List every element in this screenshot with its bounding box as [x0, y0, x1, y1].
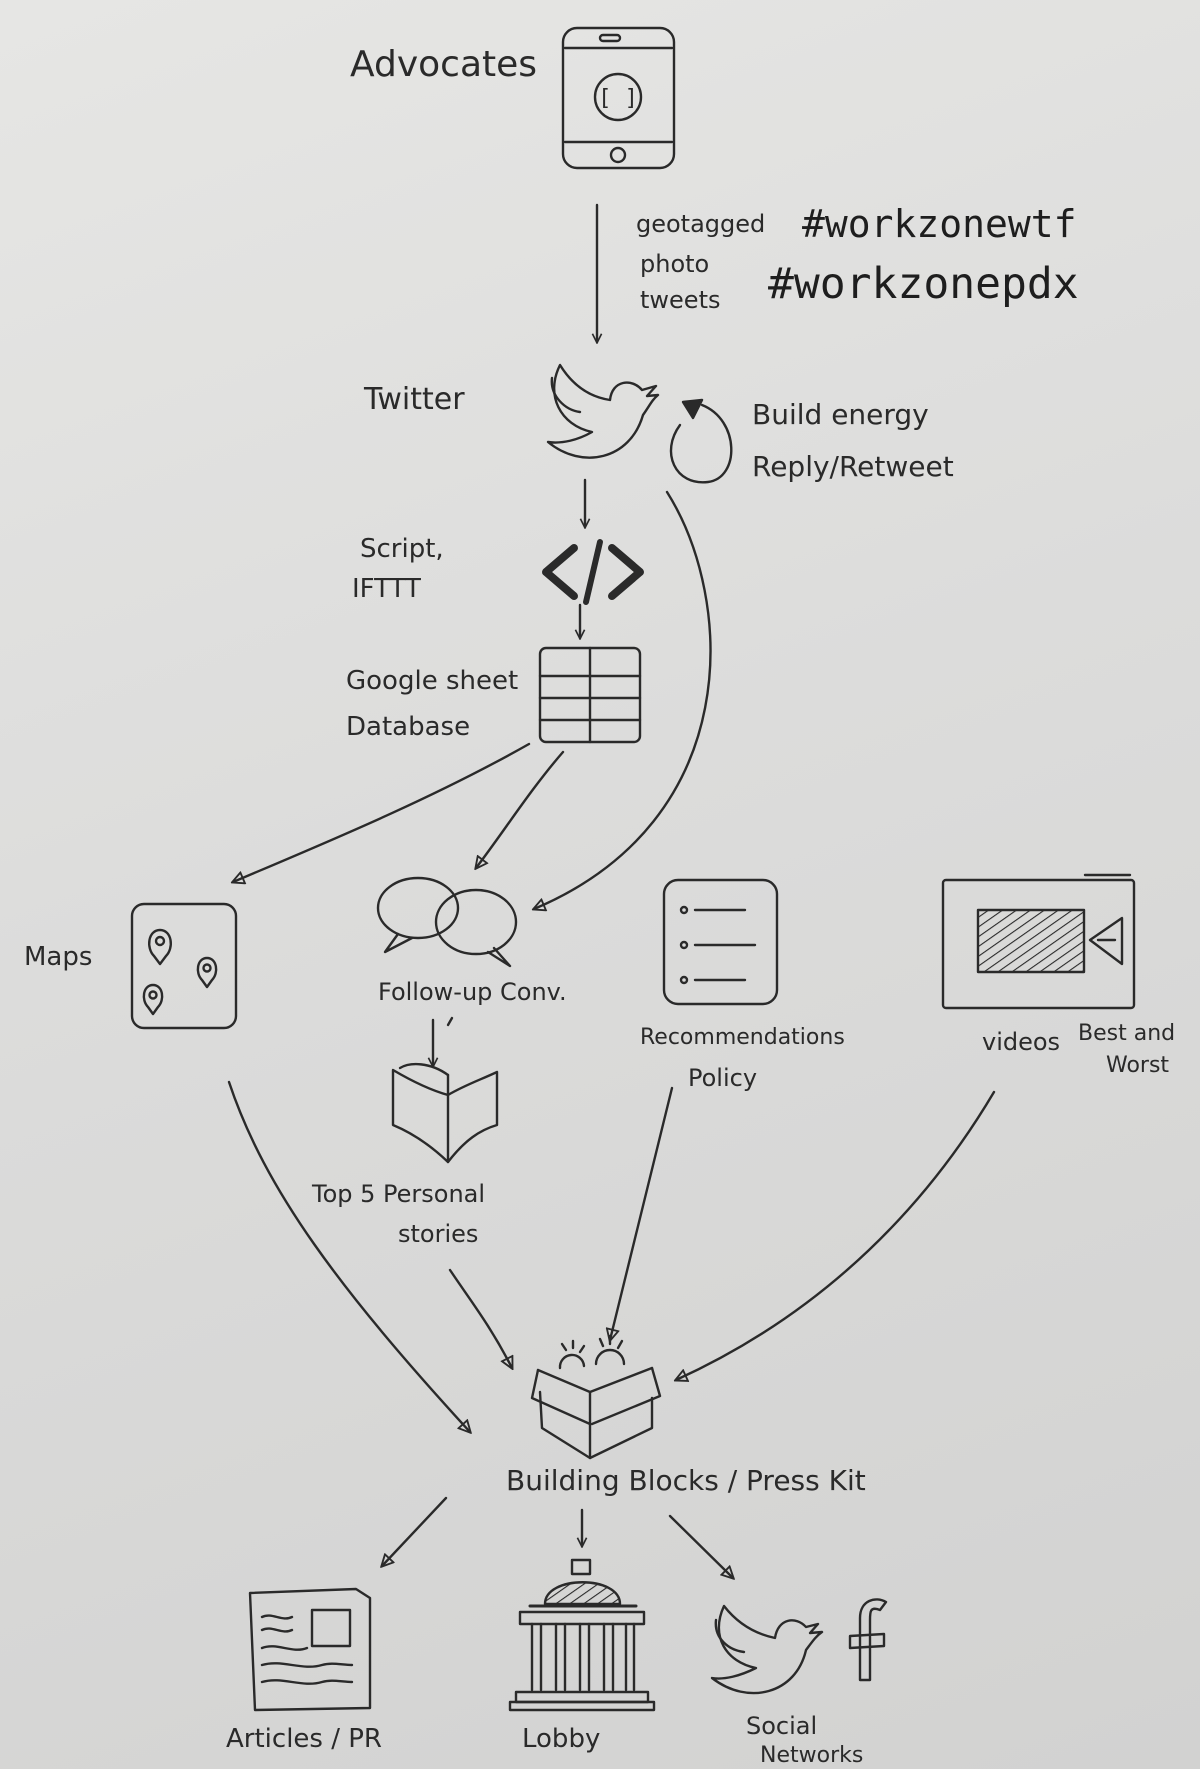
- arrow-videos-to-presskit: [676, 1090, 996, 1380]
- spreadsheet-icon: [538, 646, 642, 744]
- hashtag-workzonewtf: #workzonewtf: [802, 202, 1077, 246]
- code-icon: [542, 539, 644, 605]
- newspaper-icon: [248, 1587, 372, 1712]
- label-worst: Worst: [1106, 1053, 1170, 1078]
- recommendations-document-icon: [662, 878, 779, 1006]
- building-blocks-box-icon: [530, 1334, 662, 1460]
- label-google-sheet: Google sheet: [346, 666, 519, 696]
- phone-screen-glyph: [ ]: [598, 86, 638, 111]
- arrow-sheet-to-maps: [233, 742, 531, 882]
- arrow-stories-to-presskit: [448, 1268, 512, 1368]
- label-build-energy: Build energy: [752, 398, 929, 431]
- capitol-building-icon: [508, 1558, 656, 1712]
- label-followup-conv: Follow-up Conv.: [378, 978, 567, 1006]
- label-tweets: tweets: [640, 286, 721, 314]
- label-top5-personal: Top 5 Personal: [312, 1180, 486, 1208]
- label-reply-retweet: Reply/Retweet: [752, 450, 954, 483]
- label-social: Social: [746, 1712, 818, 1740]
- label-stories: stories: [398, 1220, 479, 1248]
- label-advocates: Advocates: [350, 44, 538, 85]
- label-twitter: Twitter: [364, 382, 465, 417]
- label-articles-pr: Articles / PR: [226, 1724, 382, 1754]
- arrow-sheet-to-followup: [476, 750, 565, 868]
- label-videos: videos: [982, 1028, 1061, 1056]
- label-script: Script,: [360, 534, 444, 564]
- hashtag-workzonepdx: #workzonepdx: [768, 259, 1079, 309]
- label-building-blocks-press-kit: Building Blocks / Press Kit: [506, 1464, 866, 1497]
- video-player-icon: [941, 873, 1136, 1010]
- label-networks: Networks: [760, 1743, 864, 1768]
- arrow-presskit-to-social: [668, 1514, 733, 1578]
- label-database: Database: [346, 712, 471, 742]
- label-recommendations: Recommendations: [640, 1025, 845, 1050]
- label-best-and: Best and: [1078, 1021, 1176, 1046]
- map-pins-icon: [130, 902, 238, 1030]
- label-maps: Maps: [24, 942, 93, 972]
- twitter-bird-small-icon: [710, 1604, 824, 1695]
- label-geotagged: geotagged: [636, 210, 766, 238]
- arrow-maps-to-presskit: [227, 1080, 470, 1432]
- label-photo: photo: [640, 250, 710, 278]
- open-book-icon: [391, 1062, 499, 1164]
- reply-retweet-icon: [669, 398, 733, 484]
- arrow-twitter-to-followup: [534, 490, 712, 909]
- label-policy: Policy: [688, 1064, 758, 1092]
- phone-icon: [561, 26, 676, 170]
- twitter-bird-icon: [546, 363, 660, 459]
- facebook-icon: [848, 1598, 888, 1682]
- label-lobby: Lobby: [522, 1724, 601, 1754]
- arrow-presskit-to-articles: [382, 1496, 448, 1566]
- arrow-recommendations-to-presskit: [610, 1086, 674, 1340]
- conversation-bubbles-icon: [376, 876, 518, 968]
- label-ifttt: IFTTT: [352, 574, 421, 604]
